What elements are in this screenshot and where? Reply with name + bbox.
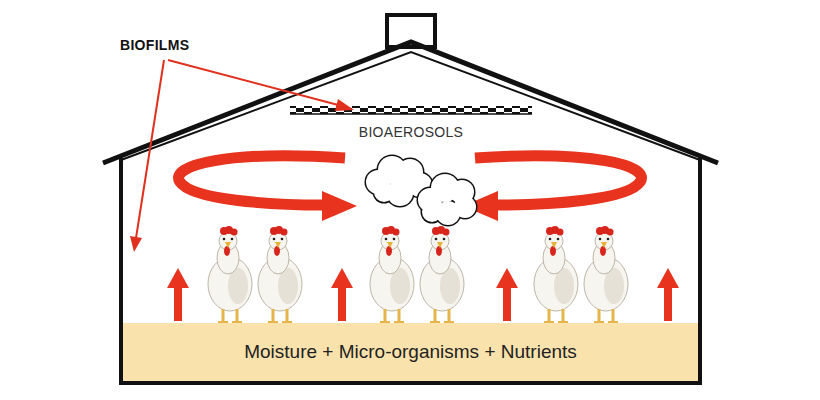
- curved-arrow: [179, 156, 345, 205]
- floor-line: [119, 381, 702, 385]
- cloud-fill: [418, 174, 476, 225]
- cloud-outline: [417, 173, 478, 227]
- floor-band: Moisture + Micro-organisms + Nutrients: [123, 323, 698, 381]
- chicken: [584, 226, 628, 322]
- curved-arrow: [475, 156, 641, 205]
- arrow-shaft: [338, 285, 346, 321]
- chicken: [420, 226, 464, 322]
- arrowhead: [335, 99, 354, 111]
- chicken: [208, 226, 252, 322]
- bioaerosol-label: BIOAEROSOLS: [357, 124, 465, 140]
- bioaerosol-clouds: [365, 155, 478, 227]
- arrow-shaft: [174, 285, 182, 321]
- arrowhead: [331, 268, 353, 288]
- right-wall: [698, 158, 702, 385]
- band-text: Moisture + Micro-organisms + Nutrients: [244, 341, 577, 363]
- arrow-shaft: [664, 285, 672, 321]
- arrow-shaft: [503, 285, 511, 321]
- arrowhead: [657, 268, 679, 288]
- roof-outline: [103, 42, 718, 163]
- roof-vent: [290, 106, 532, 114]
- rising-arrows: [167, 268, 679, 321]
- leader-line: [136, 60, 164, 238]
- circulation-arrows: [179, 156, 642, 221]
- arrowhead: [130, 236, 142, 252]
- biofilm-arrows: [130, 60, 354, 252]
- arrowhead: [496, 268, 518, 288]
- arrowhead: [167, 268, 189, 288]
- biofilm-label: BIOFILMS: [118, 37, 191, 53]
- chickens: [208, 226, 628, 322]
- chicken: [258, 226, 302, 322]
- leader-line: [168, 60, 342, 106]
- roof-vent-line: [290, 113, 532, 115]
- chicken: [370, 226, 414, 322]
- arrowhead: [322, 191, 357, 221]
- roof-inner-line: [121, 52, 700, 160]
- chicken: [534, 226, 578, 322]
